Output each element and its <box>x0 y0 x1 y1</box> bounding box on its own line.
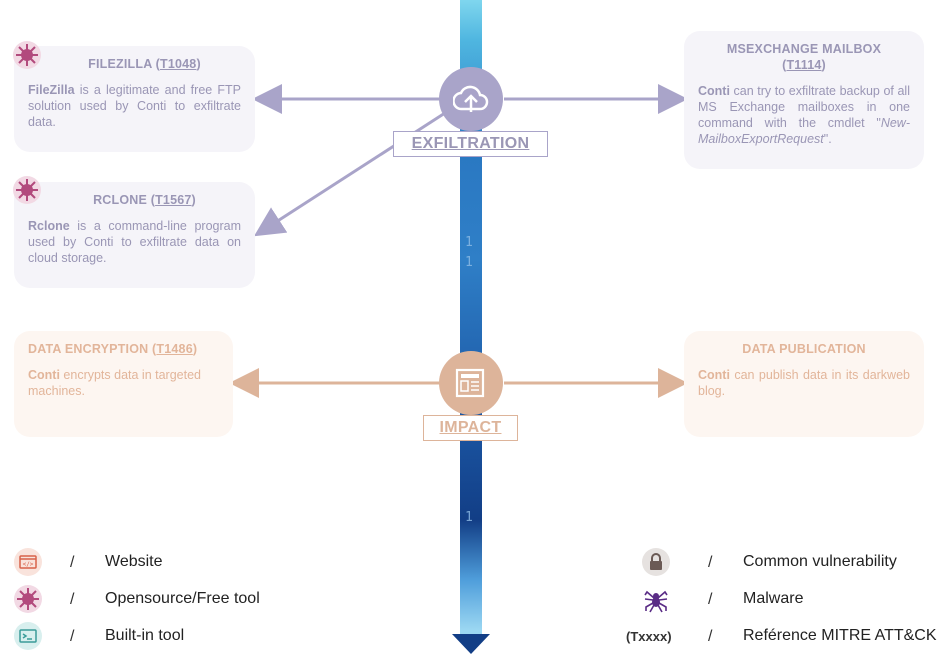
cmdlet-name: New-MailboxExportRequest <box>698 116 910 146</box>
legend-slash: / <box>70 628 75 645</box>
impact-hub <box>439 351 503 415</box>
card-text: encrypts data in targeted machines. <box>28 368 201 398</box>
card-title: FILEZILLA (T1048) <box>28 56 241 72</box>
spider-icon <box>642 586 670 614</box>
legend-label: Opensource/Free tool <box>105 590 260 607</box>
card-lead: FileZilla <box>28 83 75 97</box>
card-title: DATA ENCRYPTION (T1486) <box>28 341 219 357</box>
card-text: can publish data in its darkweb blog. <box>698 368 910 398</box>
title-open: ( <box>782 58 787 72</box>
title-close: ) <box>821 58 826 72</box>
card-title: DATA PUBLICATION <box>742 342 866 356</box>
mitre-reference-icon: (Txxxx) <box>626 629 672 644</box>
title-close: ) <box>196 57 201 71</box>
mitre-code-link[interactable]: T1048 <box>160 57 197 71</box>
card-title: RCLONE (T1567) <box>28 192 241 208</box>
timeline-spine <box>460 0 482 636</box>
mitre-code-link[interactable]: T1486 <box>156 342 193 356</box>
title-close: ) <box>191 193 196 207</box>
legend-label: Built-in tool <box>105 627 185 644</box>
legend-label: Malware <box>743 590 804 607</box>
terminal-icon <box>14 622 42 650</box>
card-text: is a legitimate and free FTP solution us… <box>28 83 241 129</box>
title-text: RCLONE ( <box>93 193 156 207</box>
legend-slash: / <box>708 591 713 608</box>
padlock-icon <box>642 548 670 576</box>
title-text: MSEXCHANGE MAILBOX <box>726 42 882 56</box>
spine-digit: 1 <box>465 510 473 525</box>
card-lead: Conti <box>698 368 730 382</box>
legend-slash: / <box>70 591 75 608</box>
mitre-code-link[interactable]: T1114 <box>786 58 822 72</box>
website-icon: </> <box>14 548 42 576</box>
card-body: Conti can publish data in its darkweb bl… <box>698 367 910 399</box>
impact-label: IMPACT <box>423 415 518 441</box>
filezilla-card: FILEZILLA (T1048) FileZilla is a legitim… <box>14 46 255 152</box>
card-lead: Rclone <box>28 219 70 233</box>
rclone-card: RCLONE (T1567) Rclone is a command-line … <box>14 182 255 288</box>
legend-label: Website <box>105 553 163 570</box>
spine-arrowhead <box>452 634 490 654</box>
spine-digit: 1 <box>465 255 473 270</box>
exfiltration-hub <box>439 67 503 131</box>
virus-icon <box>13 41 41 69</box>
title-text: DATA ENCRYPTION ( <box>28 342 157 356</box>
card-lead: Conti <box>698 84 730 98</box>
card-text-end: ". <box>823 132 832 146</box>
legend-slash: / <box>70 554 75 571</box>
exfiltration-label: EXFILTRATION <box>393 131 548 157</box>
legend-label: Common vulnerability <box>743 553 897 570</box>
card-body: Conti encrypts data in targeted machines… <box>28 367 219 399</box>
card-lead: Conti <box>28 368 60 382</box>
card-body: Conti can try to exfiltrate backup of al… <box>698 83 910 147</box>
legend-slash: / <box>708 628 713 645</box>
virus-icon <box>13 176 41 204</box>
card-body: FileZilla is a legitimate and free FTP s… <box>28 82 241 130</box>
card-text: can try to exfiltrate backup of all MS E… <box>698 84 910 130</box>
cloud-upload-icon <box>453 85 489 112</box>
data-encryption-card: DATA ENCRYPTION (T1486) Conti encrypts d… <box>14 331 233 437</box>
title-text: FILEZILLA ( <box>88 57 161 71</box>
mitre-code-link[interactable]: T1567 <box>155 193 192 207</box>
msexchange-card: MSEXCHANGE MAILBOX (T1114) Conti can try… <box>684 31 924 169</box>
spine-digit: 1 <box>465 235 473 250</box>
svg-text:</>: </> <box>23 561 34 568</box>
data-publication-card: DATA PUBLICATION Conti can publish data … <box>684 331 924 437</box>
virus-icon <box>14 585 42 613</box>
card-text: is a command-line program used by Conti … <box>28 219 241 265</box>
card-title: MSEXCHANGE MAILBOX (T1114) <box>698 41 910 73</box>
title-close: ) <box>192 342 198 356</box>
newspaper-icon <box>455 368 485 398</box>
card-body: Rclone is a command-line program used by… <box>28 218 241 266</box>
legend-slash: / <box>708 554 713 571</box>
legend-label: Reférence MITRE ATT&CK <box>743 627 937 644</box>
